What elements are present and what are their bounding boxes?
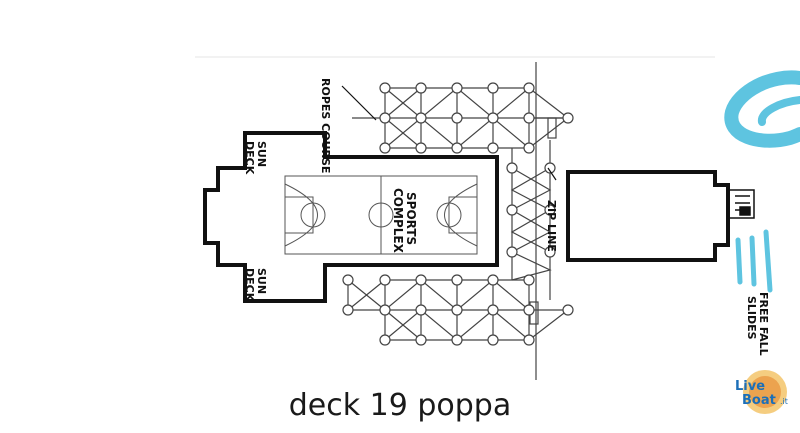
liveboat-logo: Live Boat .it [735, 370, 788, 414]
free-fall-slides-label: FREE FALL SLIDES [745, 292, 770, 356]
ropes-course-label: ROPES COURSE [319, 78, 332, 173]
free-fall-slide-tubes [735, 229, 773, 293]
structure-nodes [342, 82, 574, 346]
slides-platform [566, 170, 730, 262]
sun-deck-bottom-label: SUN DECK [243, 268, 268, 302]
logo-boat-text: Boat [742, 393, 776, 408]
sports-complex-line1: SPORTS [404, 192, 418, 245]
deck-outline [203, 131, 499, 303]
sun-deck-bottom-line1: SUN [255, 268, 268, 294]
logo-live-text: Live [735, 379, 765, 394]
water-slide-loop [724, 70, 800, 148]
sun-deck-top-label: SUN DECK [243, 141, 268, 175]
ropes-course-pointer [341, 85, 377, 121]
free-fall-slides-line2: SLIDES [745, 296, 758, 340]
free-fall-slides-line1: FREE FALL [757, 292, 770, 356]
ropes-course-side [510, 62, 552, 380]
slides-stairs [727, 189, 755, 219]
sun-deck-bottom-line2: DECK [243, 268, 256, 302]
sports-complex-line2: COMPLEX [391, 188, 405, 254]
water-slide-loop-inner [758, 96, 800, 126]
deck-caption: deck 19 poppa [288, 388, 512, 423]
logo-suffix-text: .it [780, 397, 788, 406]
sports-complex-label: SPORTS COMPLEX [391, 188, 418, 254]
zip-line-label: ZIP LINE [545, 200, 558, 252]
sun-deck-top-line1: SUN [255, 141, 268, 167]
sun-deck-top-line2: DECK [243, 141, 256, 175]
zip-line-pointer [547, 167, 557, 181]
basketball-court [284, 175, 478, 255]
